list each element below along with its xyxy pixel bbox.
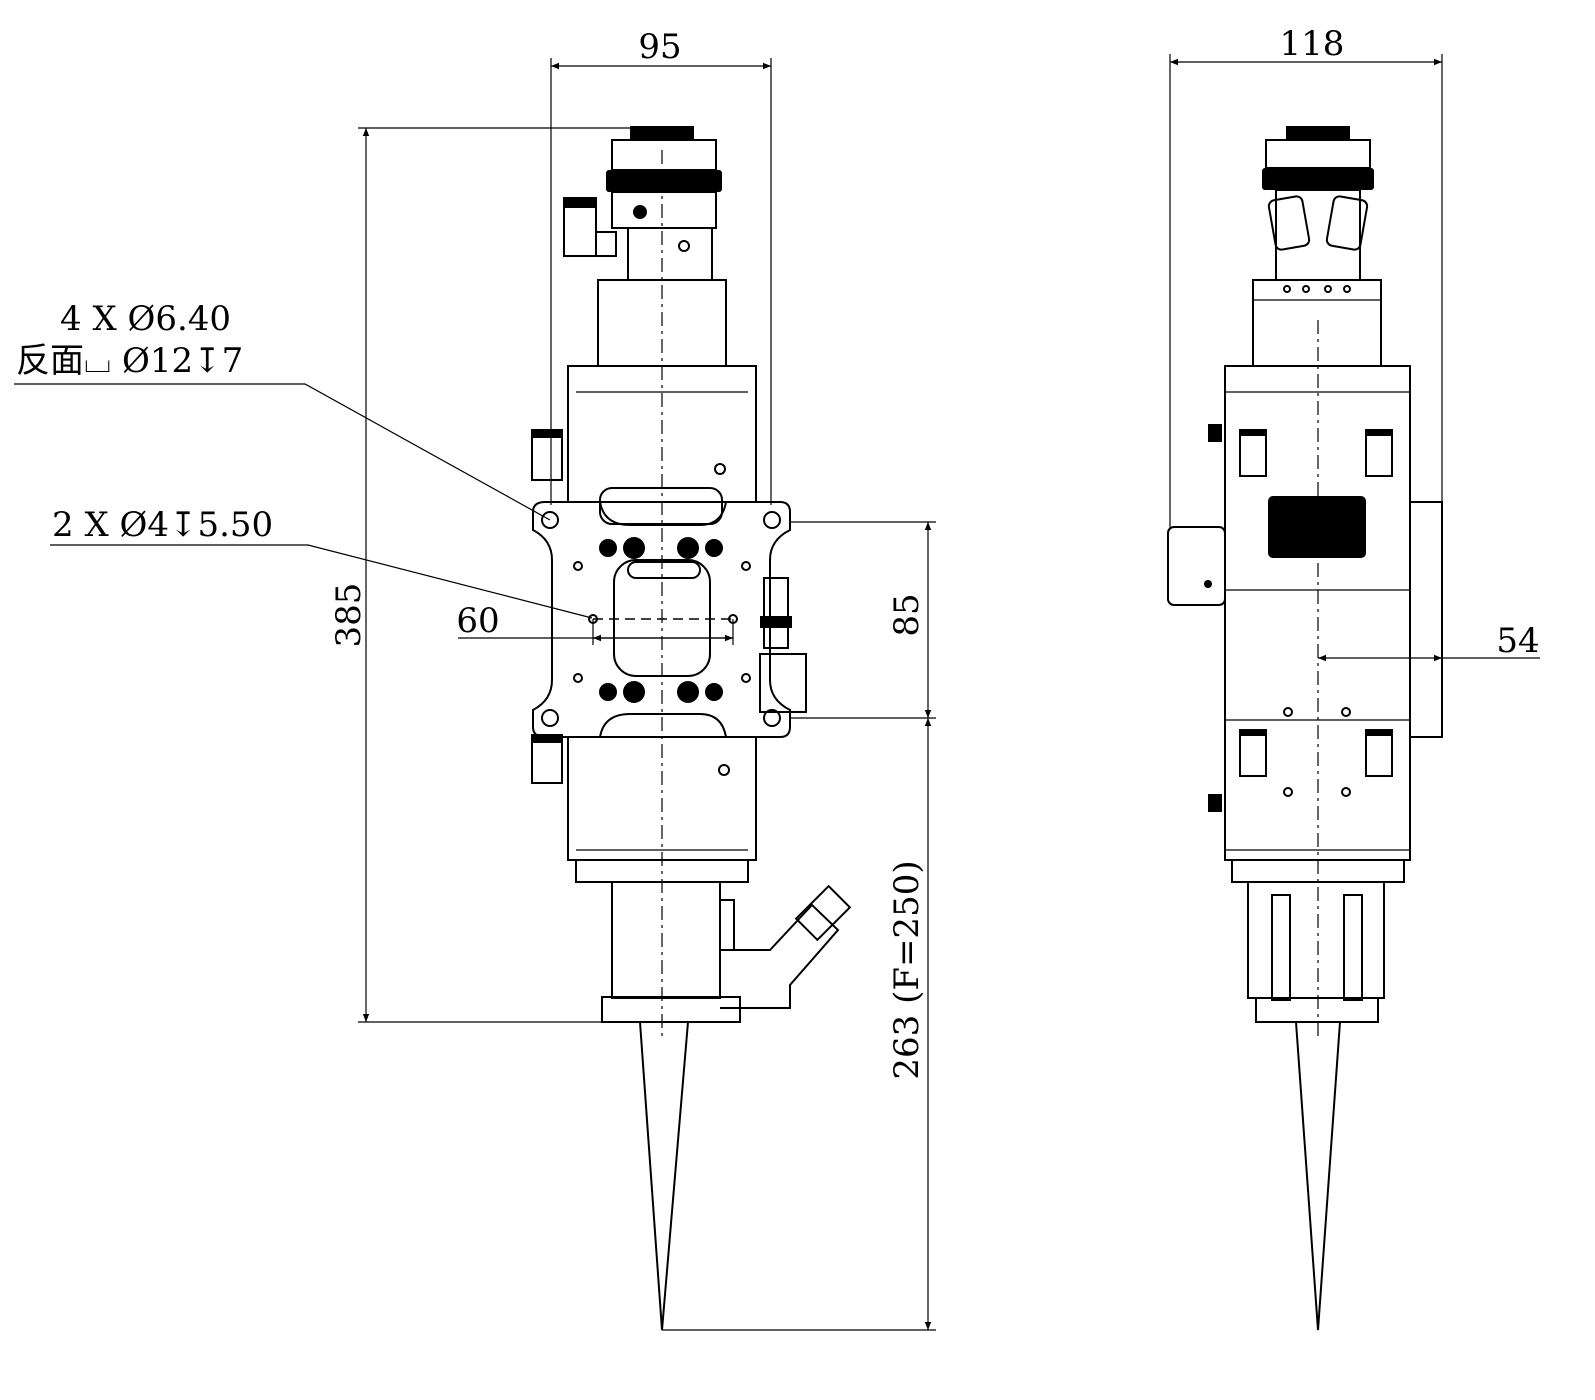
front-top-cap (563, 126, 722, 281)
side-mount-block (1409, 501, 1443, 738)
note-counterbore: 反面⌴ Ø12↧7 (16, 341, 243, 381)
dim-hole-spacing-60: 60 (456, 601, 499, 641)
note-pin-holes: 2 X Ø4↧5.50 (52, 505, 273, 545)
dim-width-95: 95 (638, 27, 681, 67)
mounting-plate (532, 487, 807, 738)
front-view (531, 126, 852, 1331)
front-dimensions: 95 385 85 263 (F=250) 60 4 X Ø6.40 反面⌴ Ø… (14, 27, 936, 1331)
dim-width-118: 118 (1280, 24, 1345, 64)
dim-mount-85: 85 (887, 593, 927, 636)
front-main-body (531, 365, 757, 861)
front-nozzle-assembly (575, 859, 852, 1331)
side-dimensions: 118 54 (1169, 24, 1540, 662)
side-fittings (1208, 424, 1393, 812)
dim-height-385: 385 (329, 583, 369, 648)
dim-offset-54: 54 (1496, 621, 1539, 661)
side-view (1167, 126, 1443, 1331)
nameplate (1268, 496, 1366, 558)
dim-focal-263: 263 (F=250) (887, 860, 927, 1079)
note-mount-holes: 4 X Ø6.40 (60, 299, 231, 339)
side-connector-left (1167, 526, 1226, 606)
